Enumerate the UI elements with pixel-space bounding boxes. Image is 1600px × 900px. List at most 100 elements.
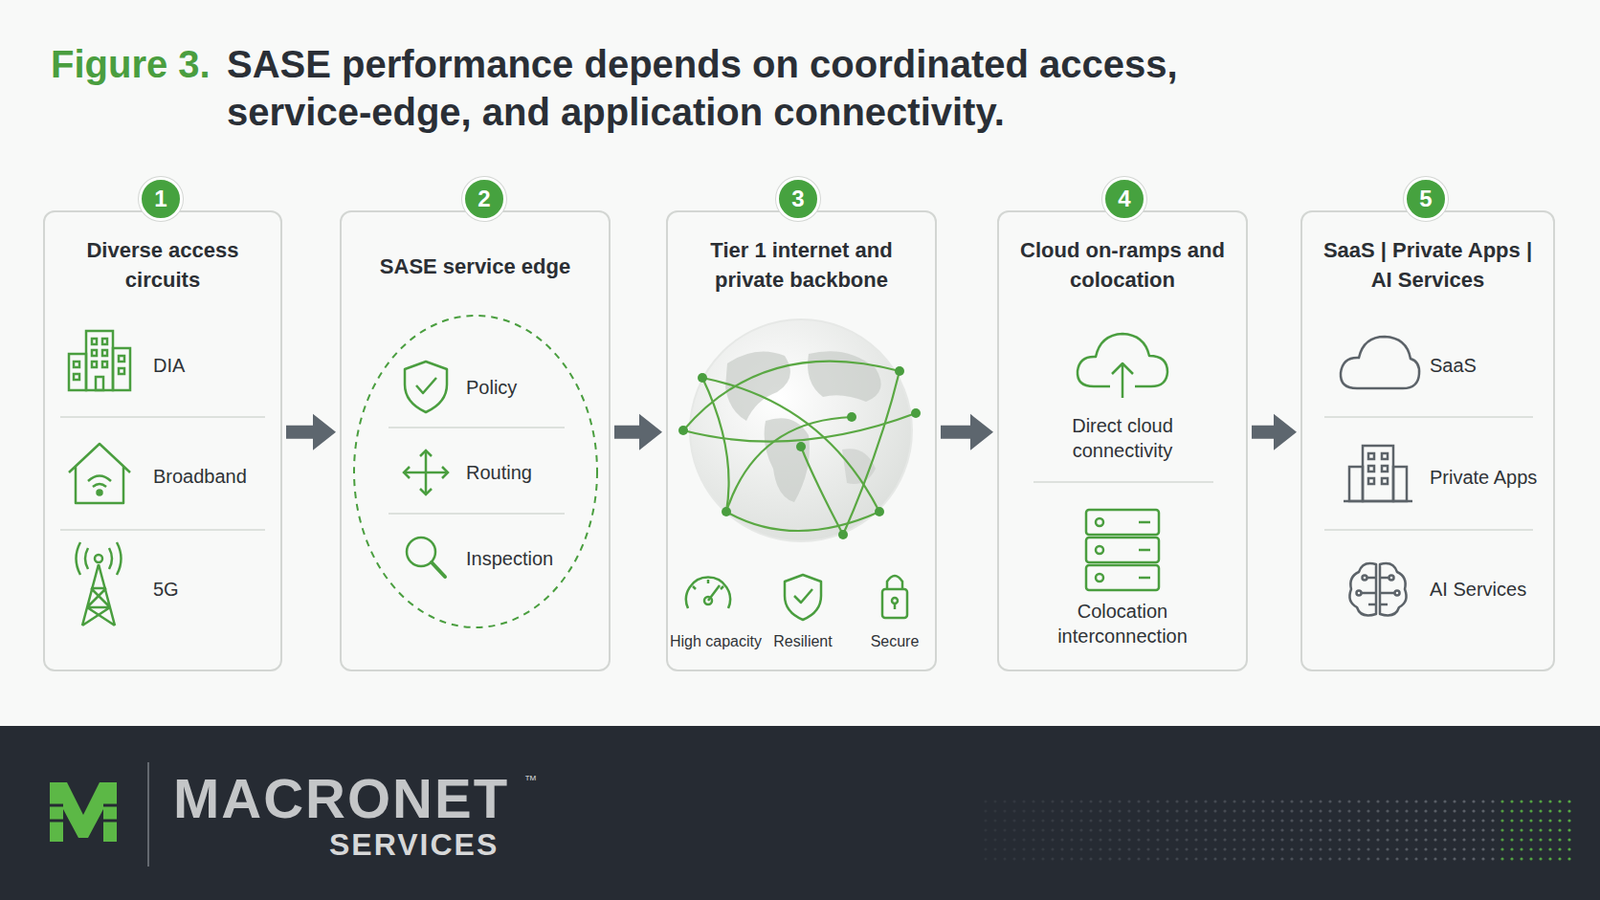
pattern-dot: [1194, 847, 1198, 851]
pattern-dot: [1567, 847, 1571, 851]
pattern-dot: [1423, 819, 1427, 823]
pattern-dot: [1510, 819, 1513, 823]
shield-icon-part: [784, 575, 822, 621]
magnifier-icon: [406, 537, 445, 578]
pattern-dot: [1309, 828, 1312, 832]
lock-icon-part: [891, 598, 898, 604]
pattern-dot: [1481, 857, 1485, 861]
brain-icon: [1349, 563, 1406, 616]
pattern-dot: [1012, 800, 1016, 803]
pattern-dot: [993, 847, 997, 851]
pattern-dot: [1136, 809, 1140, 813]
pattern-dot: [1117, 809, 1121, 813]
globe-illustration-part-part: [702, 377, 730, 512]
pattern-dot: [1337, 847, 1341, 851]
pattern-dot: [1490, 857, 1494, 861]
gauge-icon-part: [704, 597, 712, 605]
logo-mark: [49, 782, 117, 843]
pattern-dot: [1376, 838, 1379, 842]
pattern-dot: [983, 857, 987, 861]
pattern-dot: [1356, 819, 1360, 823]
pattern-dot: [1318, 828, 1322, 832]
pattern-dot: [1280, 828, 1284, 832]
pattern-dot: [1347, 847, 1351, 851]
pattern-dot: [1423, 828, 1427, 832]
pattern-dot: [1155, 838, 1159, 842]
pattern-dot: [1146, 809, 1150, 813]
pattern-dot: [1261, 857, 1265, 861]
globe-illustration-part-part: [838, 530, 848, 540]
building-icon-part: [68, 354, 87, 391]
pattern-dot: [1471, 838, 1475, 842]
pattern-dot: [1060, 838, 1064, 842]
pattern-dot: [1423, 857, 1427, 861]
pattern-dot: [1500, 800, 1504, 803]
pattern-dot: [1500, 828, 1504, 832]
building-icon-part: [1381, 478, 1388, 485]
cell-tower-icon-part: [76, 542, 122, 576]
cloud-upload-icon: [1077, 333, 1168, 399]
pattern-dot: [1060, 800, 1064, 803]
pattern-dot: [1002, 800, 1006, 803]
pattern-dot: [1242, 819, 1245, 823]
pattern-dot: [1462, 800, 1466, 803]
pattern-dot: [1184, 828, 1188, 832]
pattern-dot: [1022, 838, 1025, 842]
pattern-dot: [993, 857, 997, 861]
pattern-dot: [1031, 800, 1035, 803]
pattern-dot: [1366, 847, 1370, 851]
pattern-dot: [1423, 800, 1427, 803]
step-number: 5: [1406, 179, 1445, 219]
pattern-dot: [1002, 857, 1006, 861]
divider-part: [388, 512, 565, 515]
building-icon-part: [91, 350, 97, 356]
pattern-dot: [1490, 800, 1494, 803]
dashed-ellipse-group: PolicyRoutingInspection: [352, 313, 600, 630]
pattern-dot: [1395, 828, 1399, 832]
pattern-dot: [1318, 800, 1322, 803]
house-wifi-icon: [68, 444, 131, 504]
pattern-dot: [1395, 857, 1399, 861]
pattern-dot: [1261, 838, 1265, 842]
routing-arrows-icon: [403, 450, 448, 495]
pattern-dot: [1194, 809, 1198, 813]
stage-panel: SASE service edgePolicyRoutingInspection: [339, 210, 611, 672]
pattern-dot: [1022, 847, 1025, 851]
pattern-dot: [1242, 847, 1245, 851]
pattern-dot: [1069, 809, 1073, 813]
pattern-dot: [1012, 828, 1016, 832]
pattern-dot: [1280, 857, 1284, 861]
pattern-dot: [1155, 828, 1159, 832]
pattern-dot: [1108, 838, 1112, 842]
routing-arrows-icon-part: [403, 450, 448, 495]
pattern-dot: [1146, 857, 1150, 861]
footer-band: [0, 726, 1600, 900]
pattern-dot: [1031, 809, 1035, 813]
pattern-dot: [1060, 809, 1064, 813]
pattern-dot: [1443, 828, 1446, 832]
pattern-dot: [1519, 838, 1523, 842]
logo-mark-part: [49, 782, 117, 843]
item-label: AI Services: [1429, 577, 1551, 601]
pattern-dot: [983, 828, 987, 832]
pattern-dot: [1404, 800, 1408, 803]
divider: [1324, 416, 1534, 419]
pattern-dot: [1519, 828, 1523, 832]
pattern-dot: [1251, 828, 1255, 832]
divider: [1033, 481, 1214, 484]
figure-number: Figure 3.: [50, 40, 223, 89]
pattern-dot: [1433, 809, 1437, 813]
pattern-dot: [1567, 819, 1571, 823]
pattern-dot: [1031, 828, 1035, 832]
pattern-dot: [1481, 800, 1485, 803]
pattern-dot: [1471, 857, 1475, 861]
pattern-dot: [1337, 819, 1341, 823]
pattern-dot: [1060, 819, 1064, 823]
step-number-circle: 4: [1102, 177, 1147, 222]
cloud-icon-part: [1340, 336, 1420, 389]
pattern-dot: [1462, 809, 1466, 813]
pattern-dot: [1127, 809, 1131, 813]
pattern-dot: [1548, 857, 1552, 861]
